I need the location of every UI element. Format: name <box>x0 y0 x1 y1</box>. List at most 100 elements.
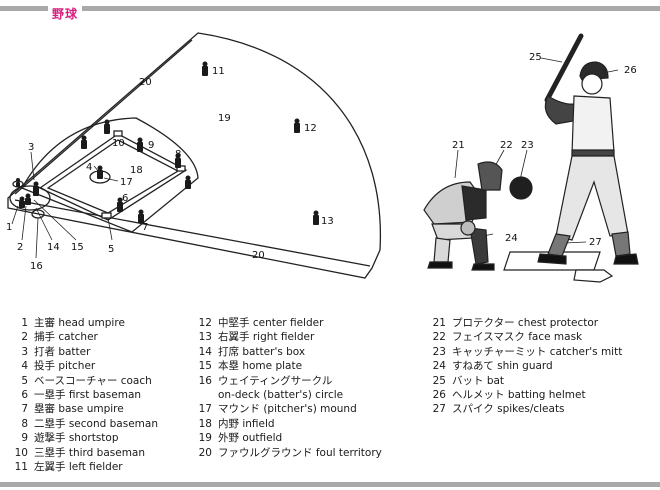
batter-pants <box>555 155 629 241</box>
first-baseman-figure <box>117 197 123 212</box>
label-21: 21 <box>452 140 465 151</box>
label-2: 2 <box>17 242 23 253</box>
title-box: 野球 <box>48 3 83 21</box>
foul-line-left <box>14 39 193 195</box>
catcher-shoe-right <box>471 263 495 271</box>
label-12: 12 <box>304 123 317 134</box>
spike-front <box>613 253 639 265</box>
batter-belt <box>571 149 615 157</box>
label-14: 14 <box>47 242 60 253</box>
home-plate-area <box>9 185 51 211</box>
home-plate <box>573 269 614 283</box>
catcher-mitt <box>509 176 533 200</box>
shortstop-figure <box>137 137 143 152</box>
batter-illustration <box>503 33 639 283</box>
baseball-illustration: 1 2 3 4 5 6 7 8 9 10 11 12 13 14 15 16 1… <box>6 32 639 283</box>
on-deck-batter-figure <box>16 178 20 187</box>
first-base-bag <box>101 212 112 219</box>
label-19: 19 <box>218 113 231 124</box>
bat <box>544 33 584 103</box>
batter-head <box>581 73 603 95</box>
legend-item-continuation: 16on-deck (batter's) circle <box>218 388 344 401</box>
catcher-knee <box>460 220 476 236</box>
infield-diamond <box>38 133 188 221</box>
left-fielder-figure <box>202 61 208 76</box>
label-22: 22 <box>500 140 513 151</box>
label-20-upper: 20 <box>139 77 152 88</box>
catcher-illustration <box>423 161 533 271</box>
label-20-lower: 20 <box>252 250 265 261</box>
header-rule <box>0 6 660 11</box>
page-title: 野球 <box>52 7 79 21</box>
label-3: 3 <box>28 142 34 153</box>
spike-back <box>537 253 567 265</box>
label-11: 11 <box>212 66 225 77</box>
field-boundary <box>7 32 382 279</box>
catcher-shoe-left <box>427 261 453 269</box>
field-players <box>16 61 319 225</box>
label-17: 17 <box>120 177 133 188</box>
number-labels: 1 2 3 4 5 6 7 8 9 10 11 12 13 14 15 16 1… <box>6 52 637 272</box>
label-18: 18 <box>130 165 143 176</box>
batter-sock-front <box>611 231 631 257</box>
footer-rule <box>0 482 660 487</box>
second-base-umpire-figure <box>185 175 191 189</box>
right-fielder-figure <box>313 210 319 225</box>
third-base-bag <box>113 130 123 137</box>
label-24: 24 <box>505 233 518 244</box>
baseball-field <box>7 32 382 279</box>
label-25: 25 <box>529 52 542 63</box>
header-bar: 野球 <box>0 3 660 21</box>
leader-lines <box>11 57 619 259</box>
label-27: 27 <box>589 237 602 248</box>
label-8: 8 <box>175 149 181 160</box>
label-16: 16 <box>30 261 43 272</box>
third-baseman-figure <box>104 119 110 134</box>
catcher-figure <box>25 193 31 205</box>
third-base-coach-figure <box>81 135 87 149</box>
second-baseman-figure <box>175 153 181 168</box>
chest-protector <box>461 185 487 221</box>
pitcher-figure <box>97 165 103 179</box>
umpire-figure <box>19 196 25 208</box>
label-23: 23 <box>521 140 534 151</box>
shin-guard <box>469 227 489 265</box>
batter-figure <box>33 181 39 196</box>
infield-grass-edge <box>21 117 199 233</box>
label-15: 15 <box>71 242 84 253</box>
face-mask <box>477 161 503 191</box>
label-26: 26 <box>624 65 637 76</box>
label-13: 13 <box>321 216 334 227</box>
batter-jersey <box>571 95 615 155</box>
label-6: 6 <box>122 193 128 204</box>
label-9: 9 <box>148 140 154 151</box>
label-1: 1 <box>6 222 12 233</box>
center-fielder-figure <box>294 118 300 133</box>
